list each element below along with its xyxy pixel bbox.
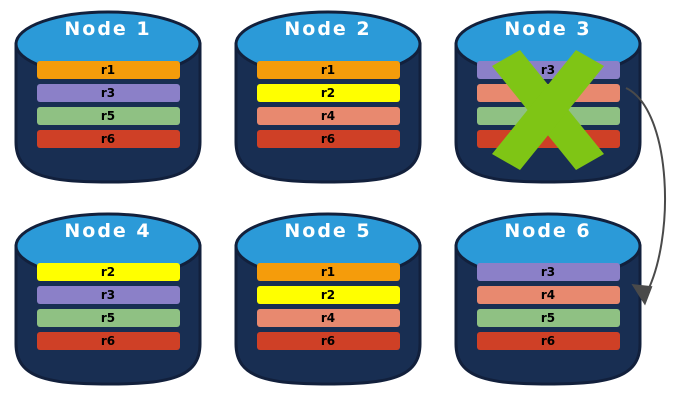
replica-bar-r6[interactable]: r6 — [36, 332, 180, 350]
replica-bar-r5[interactable] — [476, 107, 620, 125]
replica-bar-r6[interactable]: r6 — [256, 332, 400, 350]
replica-list: r3 — [448, 61, 648, 153]
replica-bar-r4[interactable]: r4 — [256, 107, 400, 125]
replica-bar-r6[interactable]: r6 — [36, 130, 180, 148]
replica-bar-r2[interactable]: r2 — [256, 286, 400, 304]
replica-bar-r5[interactable]: r5 — [36, 309, 180, 327]
replica-bar-r5[interactable]: r5 — [476, 309, 620, 327]
replica-bar-r1[interactable]: r1 — [256, 263, 400, 281]
replica-bar-r4[interactable]: r4 — [476, 286, 620, 304]
replica-bar-r2[interactable]: r2 — [36, 263, 180, 281]
replica-bar-r6[interactable]: r6 — [476, 332, 620, 350]
replica-list: r2 r3 r5 r6 — [8, 263, 208, 355]
replica-list: r1 r3 r5 r6 — [8, 61, 208, 153]
replica-bar-r3[interactable]: r3 — [36, 84, 180, 102]
replica-bar-r3[interactable]: r3 — [476, 263, 620, 281]
replica-list: r1 r2 r4 r6 — [228, 61, 428, 153]
replica-bar-r4[interactable] — [476, 84, 620, 102]
replica-bar-r1[interactable]: r1 — [256, 61, 400, 79]
replica-list: r1 r2 r4 r6 — [228, 263, 428, 355]
replica-bar-r5[interactable]: r5 — [36, 107, 180, 125]
replica-bar-r1[interactable]: r1 — [36, 61, 180, 79]
replica-bar-r3[interactable]: r3 — [36, 286, 180, 304]
replica-bar-r3[interactable]: r3 — [476, 61, 620, 79]
replica-bar-r6[interactable]: r6 — [256, 130, 400, 148]
replica-bar-r2[interactable]: r2 — [256, 84, 400, 102]
replica-bar-r4[interactable]: r4 — [256, 309, 400, 327]
replica-list: r3 r4 r5 r6 — [448, 263, 648, 355]
replica-bar-r6[interactable] — [476, 130, 620, 148]
